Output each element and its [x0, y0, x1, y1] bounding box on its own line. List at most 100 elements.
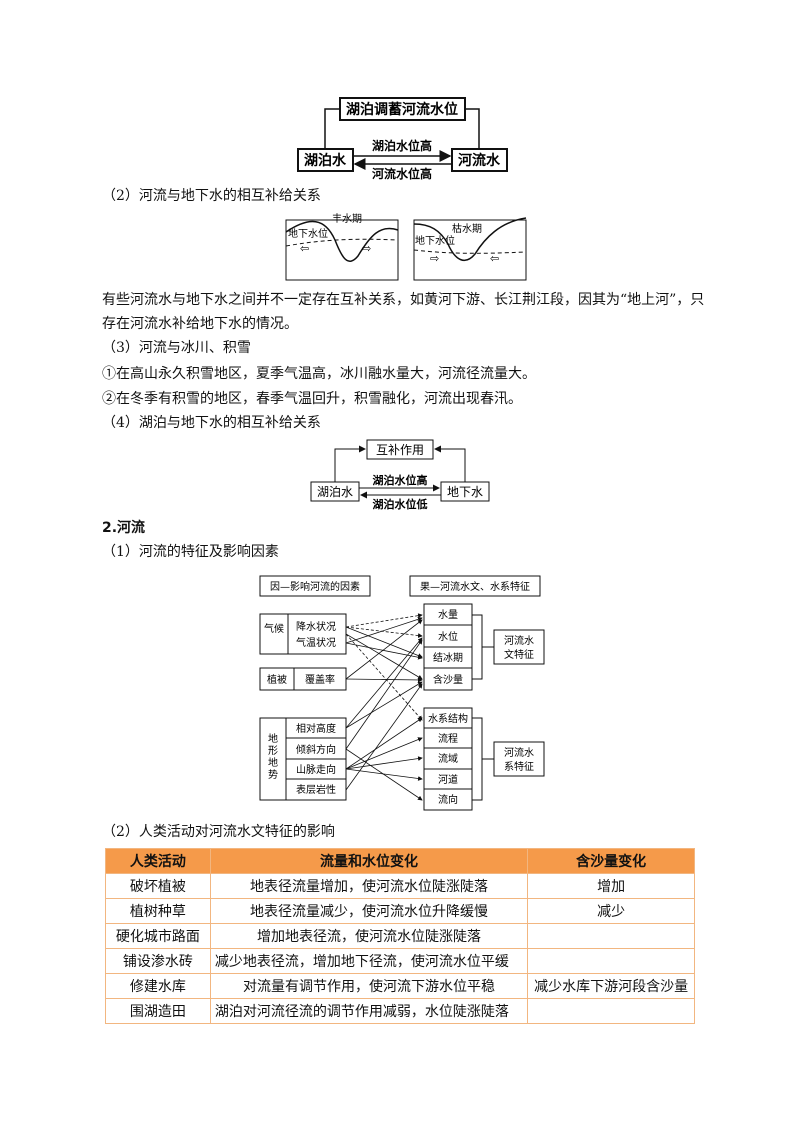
- flow-cell: 湖泊对河流径流的调节作用减弱，水位陡涨陡落: [209, 998, 529, 1024]
- effect-direction: 流向: [438, 793, 458, 806]
- effect-header: 果—河流水文、水系特征: [420, 580, 530, 593]
- regulation-to-river-connector: [465, 108, 480, 149]
- system-label-1: 河流水: [504, 746, 534, 759]
- cause-header: 因—影响河流的因素: [270, 580, 360, 593]
- paragraph-line-1: 有些河流水与地下水之间并不一定存在互补关系，如黄河下游、长江荆江段，因其为“地上…: [102, 292, 705, 308]
- table-row: 铺设渗水砖 减少地表径流，增加地下径流，使河流水位平缓: [105, 948, 695, 974]
- complement-label: 互补作用: [376, 443, 424, 457]
- groundwater-label: 地下水: [447, 485, 483, 499]
- dry-season-label: 枯水期: [452, 222, 482, 235]
- table-row: 围湖造田 湖泊对河流径流的调节作用减弱，水位陡涨陡落: [105, 998, 695, 1024]
- header-flow: 流量和水位变化: [209, 848, 529, 874]
- flow-cell: 增加地表径流，使河流水位陡涨陡落: [209, 923, 529, 949]
- table-header-row: 人类活动 流量和水位变化 含沙量变化: [105, 848, 695, 874]
- factor-precipitation: 降水状况: [296, 620, 336, 633]
- lake-label: 湖泊水: [317, 484, 353, 499]
- item-2: ②在冬季有积雪的地区，春季气温回升，积雪融化，河流出现春汛。: [102, 391, 522, 407]
- effect-sediment: 含沙量: [433, 673, 463, 686]
- regulation-box-label: 湖泊调蓄河流水位: [346, 101, 458, 118]
- section-3-title: （3）河流与冰川、积雪: [102, 340, 251, 356]
- system-group: [423, 707, 473, 811]
- sediment-cell: 减少: [527, 898, 695, 924]
- effect-level: 水位: [438, 630, 458, 643]
- system-label-2: 系特征: [504, 761, 534, 773]
- table-row: 植树种草 地表径流量减少，使河流水位升降缓慢 减少: [105, 898, 695, 924]
- lake-low-label: 湖泊水位低: [373, 497, 428, 511]
- dry-riverbed-line: [413, 217, 527, 262]
- dry-left-arrow-icon: ⇦: [490, 252, 499, 265]
- groundwater-to-complement-arrow: [434, 445, 466, 482]
- river-factors-diagram: 因—影响河流的因素 果—河流水文、水系特征 气候 降水状况 气温状况 植被 覆盖…: [259, 575, 545, 811]
- flood-riverbed-line: [285, 220, 399, 262]
- dry-level-label: 地下水位: [415, 234, 455, 247]
- sediment-cell: [527, 923, 695, 949]
- dry-right-arrow-icon: ⇨: [430, 252, 439, 265]
- factor-coverage: 覆盖率: [305, 673, 335, 686]
- table-row: 修建水库 对流量有调节作用，使河流下游水位平稳 减少水库下游河段含沙量: [105, 973, 695, 999]
- terrain-label-1: 地: [268, 732, 278, 745]
- factor-relative-height: 相对高度: [296, 722, 336, 735]
- table-row: 破坏植被 地表径流量增加，使河流水位陡涨陡落 增加: [105, 873, 695, 899]
- flow-cell: 地表径流量减少，使河流水位升降缓慢: [209, 898, 529, 924]
- effect-length: 流程: [438, 732, 458, 745]
- terrain-label-3: 地: [268, 756, 278, 769]
- flow-cell: 地表径流量增加，使河流水位陡涨陡落: [209, 873, 529, 899]
- effect-structure: 水系结构: [428, 712, 468, 725]
- climate-label: 气候: [264, 622, 284, 635]
- flood-level-label: 地下水位: [288, 227, 328, 240]
- lake-high-label-2: 湖泊水位高: [373, 473, 428, 487]
- flood-season-label: 丰水期: [332, 212, 362, 225]
- paragraph-line-2: 存在河流水补给地下水的情况。: [102, 316, 298, 332]
- factor-slope-direction: 倾斜方向: [296, 743, 336, 756]
- effect-header-box: [409, 575, 541, 597]
- effect-volume: 水量: [438, 609, 458, 621]
- effect-channel: 河道: [438, 773, 458, 786]
- sediment-cell: 增加: [527, 873, 695, 899]
- factor-surface-lithology: 表层岩性: [296, 783, 336, 796]
- activity-cell: 铺设渗水砖: [105, 948, 211, 974]
- river-groundwater-diagram: 丰水期 地下水位 ⇦ ⇨ 枯水期 地下水位 ⇨ ⇦: [285, 212, 527, 281]
- terrain-label-2: 形: [268, 745, 278, 757]
- hydrology-label-2: 文特征: [504, 648, 534, 661]
- flood-season-frame: [285, 219, 399, 281]
- effect-basin: 流域: [438, 752, 458, 765]
- section-5-title: （1）河流的特征及影响因素: [102, 544, 279, 560]
- lake-groundwater-diagram: 互补作用 湖泊水 地下水 湖泊水位高 湖泊水位低: [310, 439, 490, 511]
- table-row: 硬化城市路面 增加地表径流，使河流水位陡涨陡落: [105, 923, 695, 949]
- river-water-label: 河流水: [458, 152, 501, 169]
- activity-cell: 破坏植被: [105, 873, 211, 899]
- flood-left-arrow-icon: ⇦: [300, 242, 309, 255]
- factor-mountain-trend: 山脉走向: [296, 763, 336, 776]
- sediment-cell: [527, 948, 695, 974]
- factor-arrows: [345, 613, 423, 801]
- sediment-cell: 减少水库下游河段含沙量: [527, 973, 695, 999]
- heading-rivers: 2.河流: [102, 520, 146, 536]
- terrain-label-4: 势: [268, 768, 278, 781]
- complement-box: [366, 439, 434, 460]
- activity-cell: 硬化城市路面: [105, 923, 211, 949]
- human-activity-table: 人类活动 流量和水位变化 含沙量变化 破坏植被 地表径流量增加，使河流水位陡涨陡…: [105, 848, 695, 1024]
- section-2-title: （2）河流与地下水的相互补给关系: [102, 188, 321, 204]
- section-6-title: （2）人类活动对河流水文特征的影响: [102, 824, 335, 840]
- lake-to-regulation-connector: [324, 108, 340, 149]
- effect-freeze: 结冰期: [433, 651, 463, 664]
- header-sediment: 含沙量变化: [527, 848, 695, 874]
- section-4-title: （4）湖泊与地下水的相互补给关系: [102, 415, 321, 431]
- activity-cell: 修建水库: [105, 973, 211, 999]
- dry-water-table: [413, 249, 527, 254]
- flow-cell: 对流量有调节作用，使河流下游水位平稳: [209, 973, 529, 999]
- header-activity: 人类活动: [105, 848, 211, 874]
- vegetation-label: 植被: [267, 673, 287, 686]
- climate-group: [259, 613, 347, 655]
- hydrology-label-box: [493, 629, 545, 665]
- river-high-label: 河流水位高: [371, 166, 432, 180]
- activity-cell: 植树种草: [105, 898, 211, 924]
- flood-right-arrow-icon: ⇨: [362, 242, 371, 255]
- lake-water-label: 湖泊水: [304, 152, 347, 169]
- item-1: ①在高山永久积雪地区，夏季气温高，冰川融水量大，河流径流量大。: [102, 366, 536, 382]
- lake-high-label: 湖泊水位高: [372, 138, 432, 153]
- flood-water-table: [285, 238, 399, 247]
- factor-temperature: 气温状况: [296, 636, 336, 649]
- activity-cell: 围湖造田: [105, 998, 211, 1024]
- lake-to-complement-arrow: [334, 445, 366, 482]
